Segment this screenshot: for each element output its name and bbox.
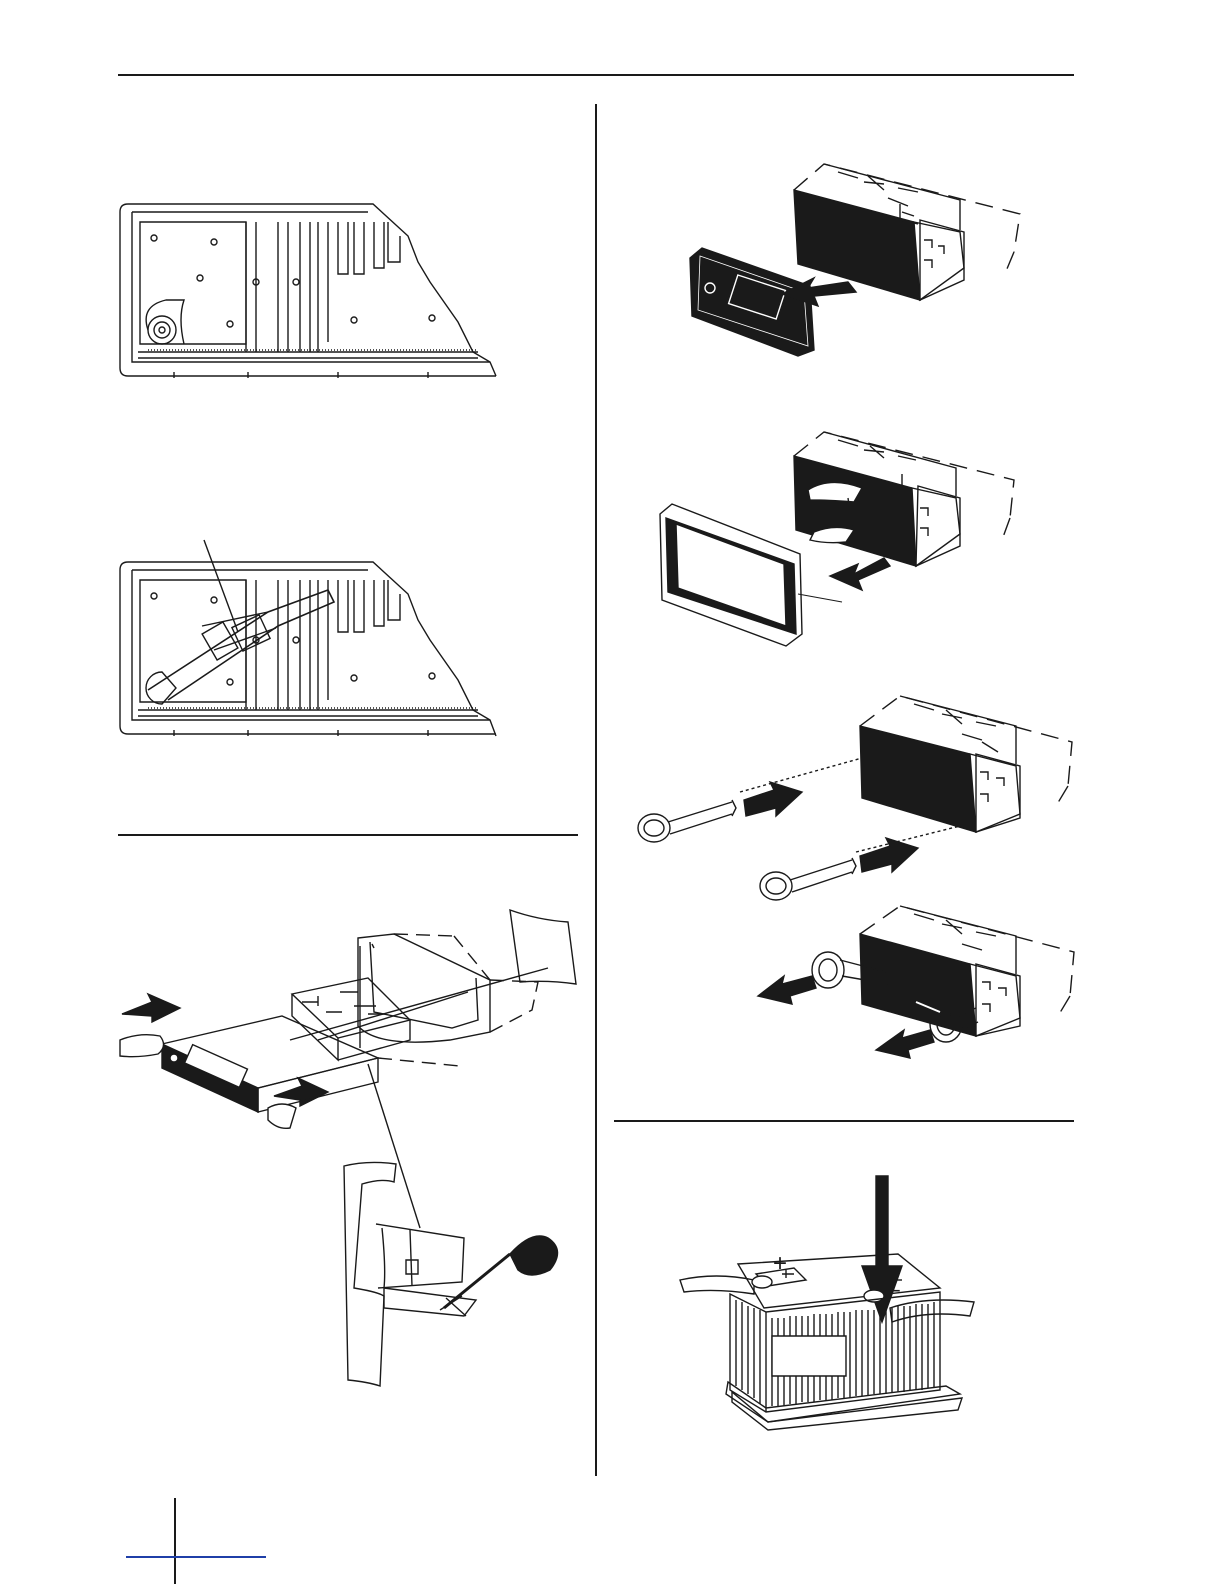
battery-positive-mark: + xyxy=(773,1252,787,1276)
battery-negative-mark: − xyxy=(888,1280,901,1302)
front-panel-detach-figure xyxy=(688,160,1020,358)
top-rule xyxy=(118,74,1074,76)
footer-vertical-mark xyxy=(174,1498,176,1584)
footer-horizontal-mark xyxy=(126,1556,266,1558)
removal-keys-pull-figure xyxy=(756,904,1076,1060)
housing-cutaway-with-cable-figure xyxy=(118,540,498,740)
housing-cutaway-figure xyxy=(118,202,498,378)
mounting-frame-exploded-figure xyxy=(118,908,588,1386)
trim-frame-detach-figure xyxy=(658,430,1018,652)
left-section-rule xyxy=(118,834,578,836)
right-section-rule xyxy=(614,1120,1074,1122)
car-battery-figure xyxy=(676,1176,980,1430)
removal-keys-insert-figure xyxy=(636,694,1076,908)
column-divider xyxy=(595,104,597,1476)
